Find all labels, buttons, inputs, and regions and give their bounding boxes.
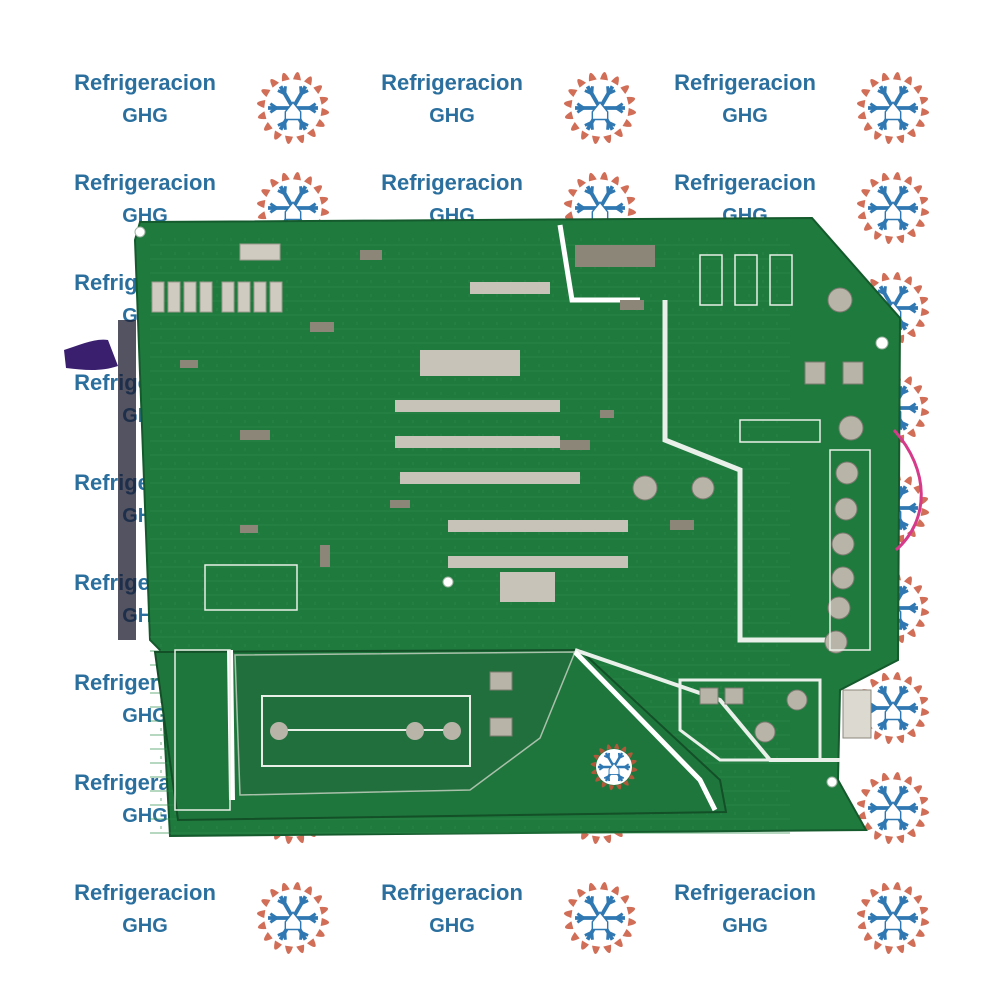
snowflake-sun-logo-icon <box>845 760 945 860</box>
component-outlines <box>174 254 871 811</box>
capacitor-outline <box>261 695 471 767</box>
snowflake-sun-logo-icon <box>245 870 345 970</box>
watermark-brand-name: Refrigeracion <box>674 170 816 195</box>
smd-components <box>180 245 694 567</box>
ic-pad-rows <box>395 282 628 602</box>
snowflake-sun-logo-icon <box>245 60 345 160</box>
watermark-brand-initials: GHG <box>722 915 768 937</box>
watermark-brand-initials: GHG <box>122 915 168 937</box>
snowflake-sun-logo-icon <box>552 60 652 160</box>
watermark-brand-initials: GHG <box>429 105 475 127</box>
watermark-brand-name: Refrigeracion <box>674 70 816 95</box>
watermark-brand-initials: GHG <box>122 105 168 127</box>
watermark-brand-name: Refrigeracion <box>74 170 216 195</box>
snowflake-sun-logo-icon <box>845 870 945 970</box>
pink-wire <box>892 428 923 552</box>
solder-pads-right <box>489 287 864 743</box>
watermark-brand-name: Refrigeracion <box>674 880 816 905</box>
snowflake-sun-logo-icon <box>845 160 945 260</box>
watermark-brand-name: Refrigeracion <box>74 70 216 95</box>
purple-wire-stub <box>64 339 118 370</box>
watermark-brand-name: Refrigeracion <box>381 170 523 195</box>
pin-header-connector <box>842 689 872 739</box>
watermark-brand-name: Refrigeracion <box>381 880 523 905</box>
pad-row-top-left <box>151 243 283 313</box>
snowflake-sun-seal-icon <box>583 736 645 798</box>
snowflake-sun-logo-icon <box>845 60 945 160</box>
watermark-brand-name: Refrigeracion <box>74 880 216 905</box>
snowflake-sun-logo-icon <box>552 870 652 970</box>
watermark-brand-initials: GHG <box>429 915 475 937</box>
watermark-brand-name: Refrigeracion <box>381 70 523 95</box>
watermark-brand-initials: GHG <box>722 105 768 127</box>
